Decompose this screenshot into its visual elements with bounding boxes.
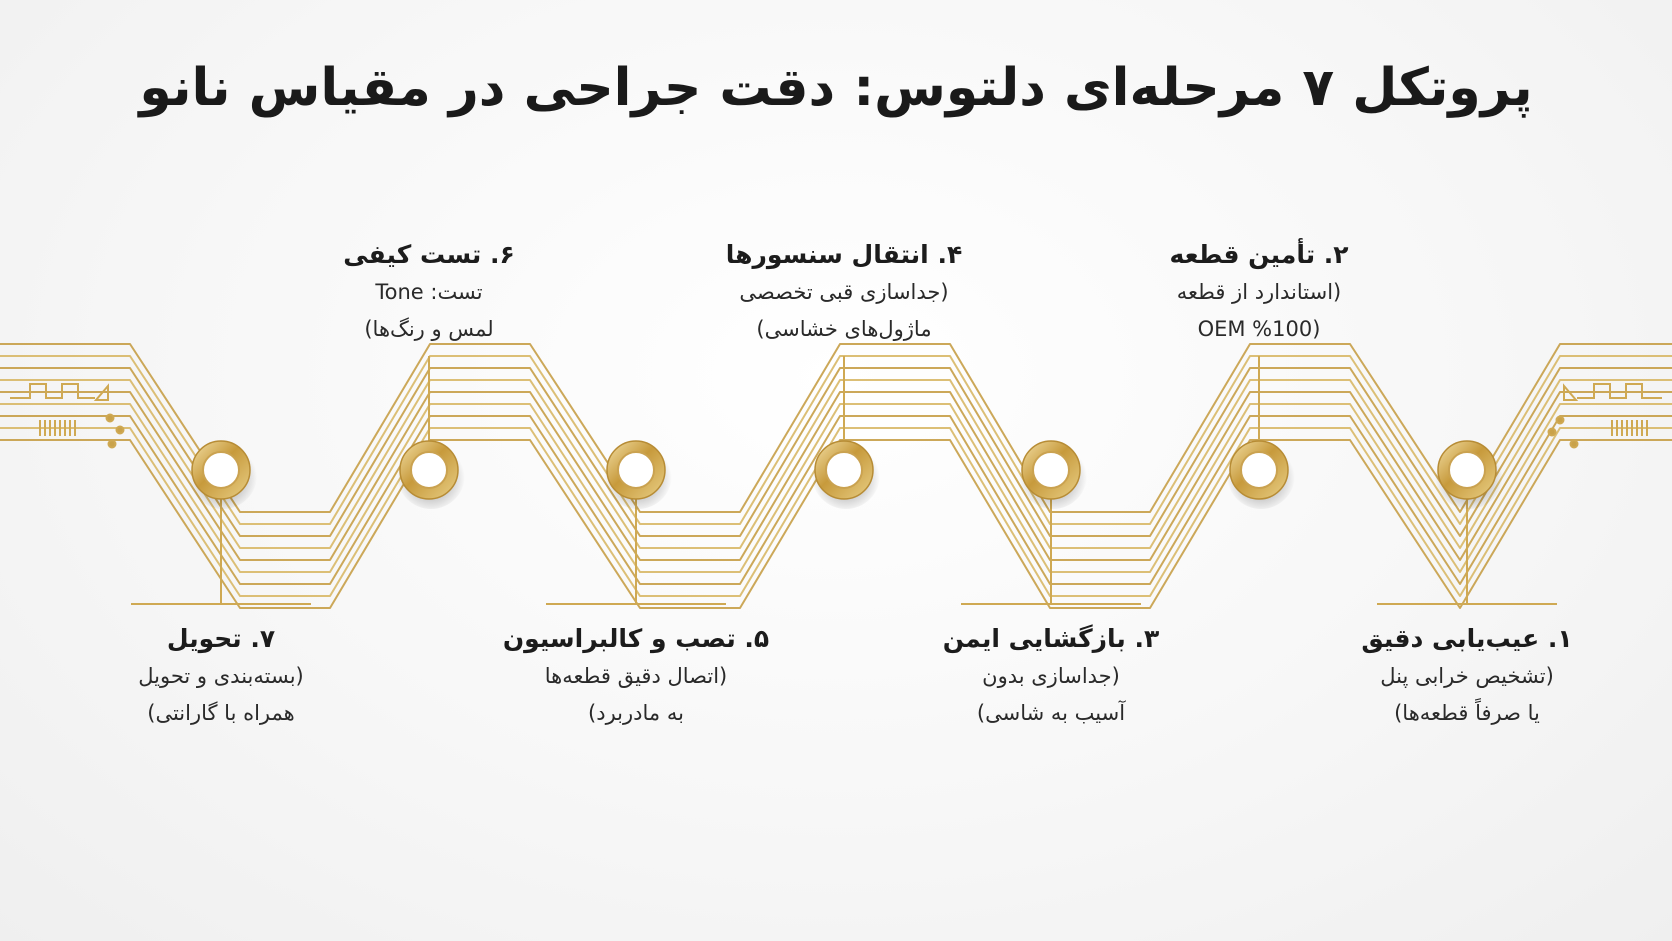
step-3: ۳. بازگشایی ایمن (جداسازی بدون آسیب به شاس… <box>901 622 1201 732</box>
square-wave-left <box>10 383 95 399</box>
step-title: ۵. تصب و کالبراسیون <box>502 624 770 653</box>
step-title: ۴. انتقال سنسورها <box>725 240 963 269</box>
step-description-line-1: تست: Tone <box>375 280 483 304</box>
arrow-right <box>1563 383 1579 401</box>
step-6: ۶. تست کیفی تست: Tone لمس و رنگ‌ها) <box>279 238 579 348</box>
step-title: ۳. بازگشایی ایمن <box>942 624 1160 653</box>
step-description-line-2: لمس و رنگ‌ها) <box>364 317 494 341</box>
step-description-line-1: (جداسازی قبی تخصصی <box>739 280 949 304</box>
step-title: ۱. عیب‌یابی دقیق <box>1361 624 1573 653</box>
circuit-via-dot <box>105 413 115 423</box>
circuit-via-dot <box>115 425 125 435</box>
circuit-via-dot <box>1547 427 1557 437</box>
step-2: ۲. تأمین قطعه (استاندارد از قطعه (OEM %100 <box>1109 238 1409 348</box>
step-description-line-2: یا صرفاً قطعه‌ها) <box>1394 701 1540 725</box>
step-description-line-2: همراه با گارانتی) <box>147 701 295 725</box>
step-1: ۱. عیب‌یابی دقیق (تشخیص خرابی پنل یا صرفاً… <box>1317 622 1617 732</box>
step-7-node <box>189 440 257 509</box>
step-title: ۲. تأمین قطعه <box>1169 240 1349 269</box>
step-7: ۷. تحویل (بسته‌بندی و تحویل همراه با گاران… <box>71 622 371 732</box>
circuit-via-dot <box>107 439 117 449</box>
step-title: ۷. تحویل <box>166 624 276 653</box>
step-4: ۴. انتقال سنسورها (جداسازی قبی تخصصی ماژول… <box>694 238 994 348</box>
step-title: ۶. تست کیفی <box>343 240 515 269</box>
circuit-edge-decoration <box>10 383 1662 436</box>
step-description-line-1: (استاندارد از قطعه <box>1176 280 1342 304</box>
step-description-line-2: ماژول‌های خشاسی) <box>756 317 932 341</box>
step-2-node <box>1227 440 1295 509</box>
step-description-line-1: (اتصال دقیق قطعه‌ها <box>544 664 728 688</box>
step-description-line-1: (جداسازی بدون <box>982 664 1120 688</box>
circuit-via-dot <box>1555 415 1565 425</box>
step-description-line-2: (OEM %100 <box>1197 317 1321 341</box>
step-description-line-2: آسیب به شاسی) <box>976 701 1126 725</box>
step-5: ۵. تصب و کالبراسیون (اتصال دقیق قطعه‌ها به… <box>486 622 786 732</box>
circuit-via-dot <box>1569 439 1579 449</box>
step-description-line-1: (بسته‌بندی و تحویل <box>138 664 304 688</box>
step-5-node <box>604 440 672 509</box>
step-nodes <box>189 440 1503 509</box>
step-4-node <box>812 440 880 509</box>
arrow-left <box>93 383 109 401</box>
step-description-line-2: به مادربرد) <box>588 701 684 725</box>
step-1-node <box>1435 440 1503 509</box>
square-wave-right <box>1577 383 1662 399</box>
step-connectors <box>131 356 1557 605</box>
page-title: پروتکل ۷ مرحله‌ای دلتوس: دقت جراحی در مق… <box>139 58 1533 118</box>
step-3-node <box>1019 440 1087 509</box>
step-description-line-1: (تشخیص خرابی پنل <box>1380 664 1554 688</box>
step-6-node <box>397 440 465 509</box>
